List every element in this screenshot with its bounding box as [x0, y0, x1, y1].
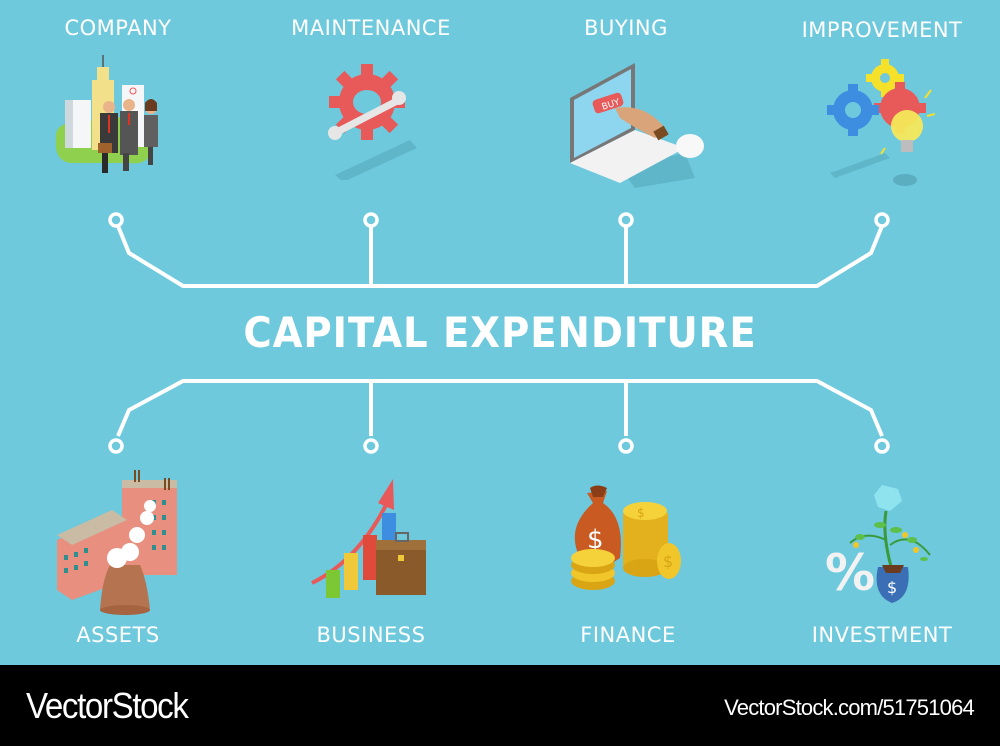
svg-text:$: $: [663, 552, 673, 571]
label-finance: FINANCE: [580, 623, 676, 647]
label-buying: BUYING: [584, 16, 668, 40]
watermark-footer: VectorStock VectorStock.com/51751064: [0, 665, 1000, 746]
gear-wrench-icon: [325, 60, 425, 180]
label-assets: ASSETS: [76, 623, 160, 647]
label-company: COMPANY: [64, 16, 172, 40]
diagram-canvas: CAPITAL EXPENDITURE COMPANY MAINTENANCE …: [0, 0, 1000, 665]
gears-lightbulb-icon: [825, 58, 935, 188]
label-improvement: IMPROVEMENT: [801, 18, 963, 42]
growth-chart-briefcase-icon: [308, 475, 438, 610]
connector-lines: [108, 212, 890, 454]
svg-text:$: $: [637, 506, 645, 520]
svg-text:$: $: [587, 525, 604, 555]
svg-text:$: $: [887, 578, 897, 597]
brand-logo: VectorStock: [26, 685, 189, 726]
percent-money-plant-icon: % $: [820, 485, 945, 610]
page-title: CAPITAL EXPENDITURE: [243, 308, 757, 357]
label-business: BUSINESS: [316, 623, 426, 647]
label-investment: INVESTMENT: [811, 623, 953, 647]
image-url: VectorStock.com/51751064: [724, 695, 975, 720]
laptop-buy-icon: BUY: [565, 58, 715, 188]
svg-text:%: %: [825, 544, 875, 602]
company-buildings-people-icon: [50, 55, 190, 185]
factory-icon: [52, 470, 197, 615]
money-bag-coins-icon: $ $ $: [565, 483, 695, 603]
label-maintenance: MAINTENANCE: [291, 16, 451, 40]
